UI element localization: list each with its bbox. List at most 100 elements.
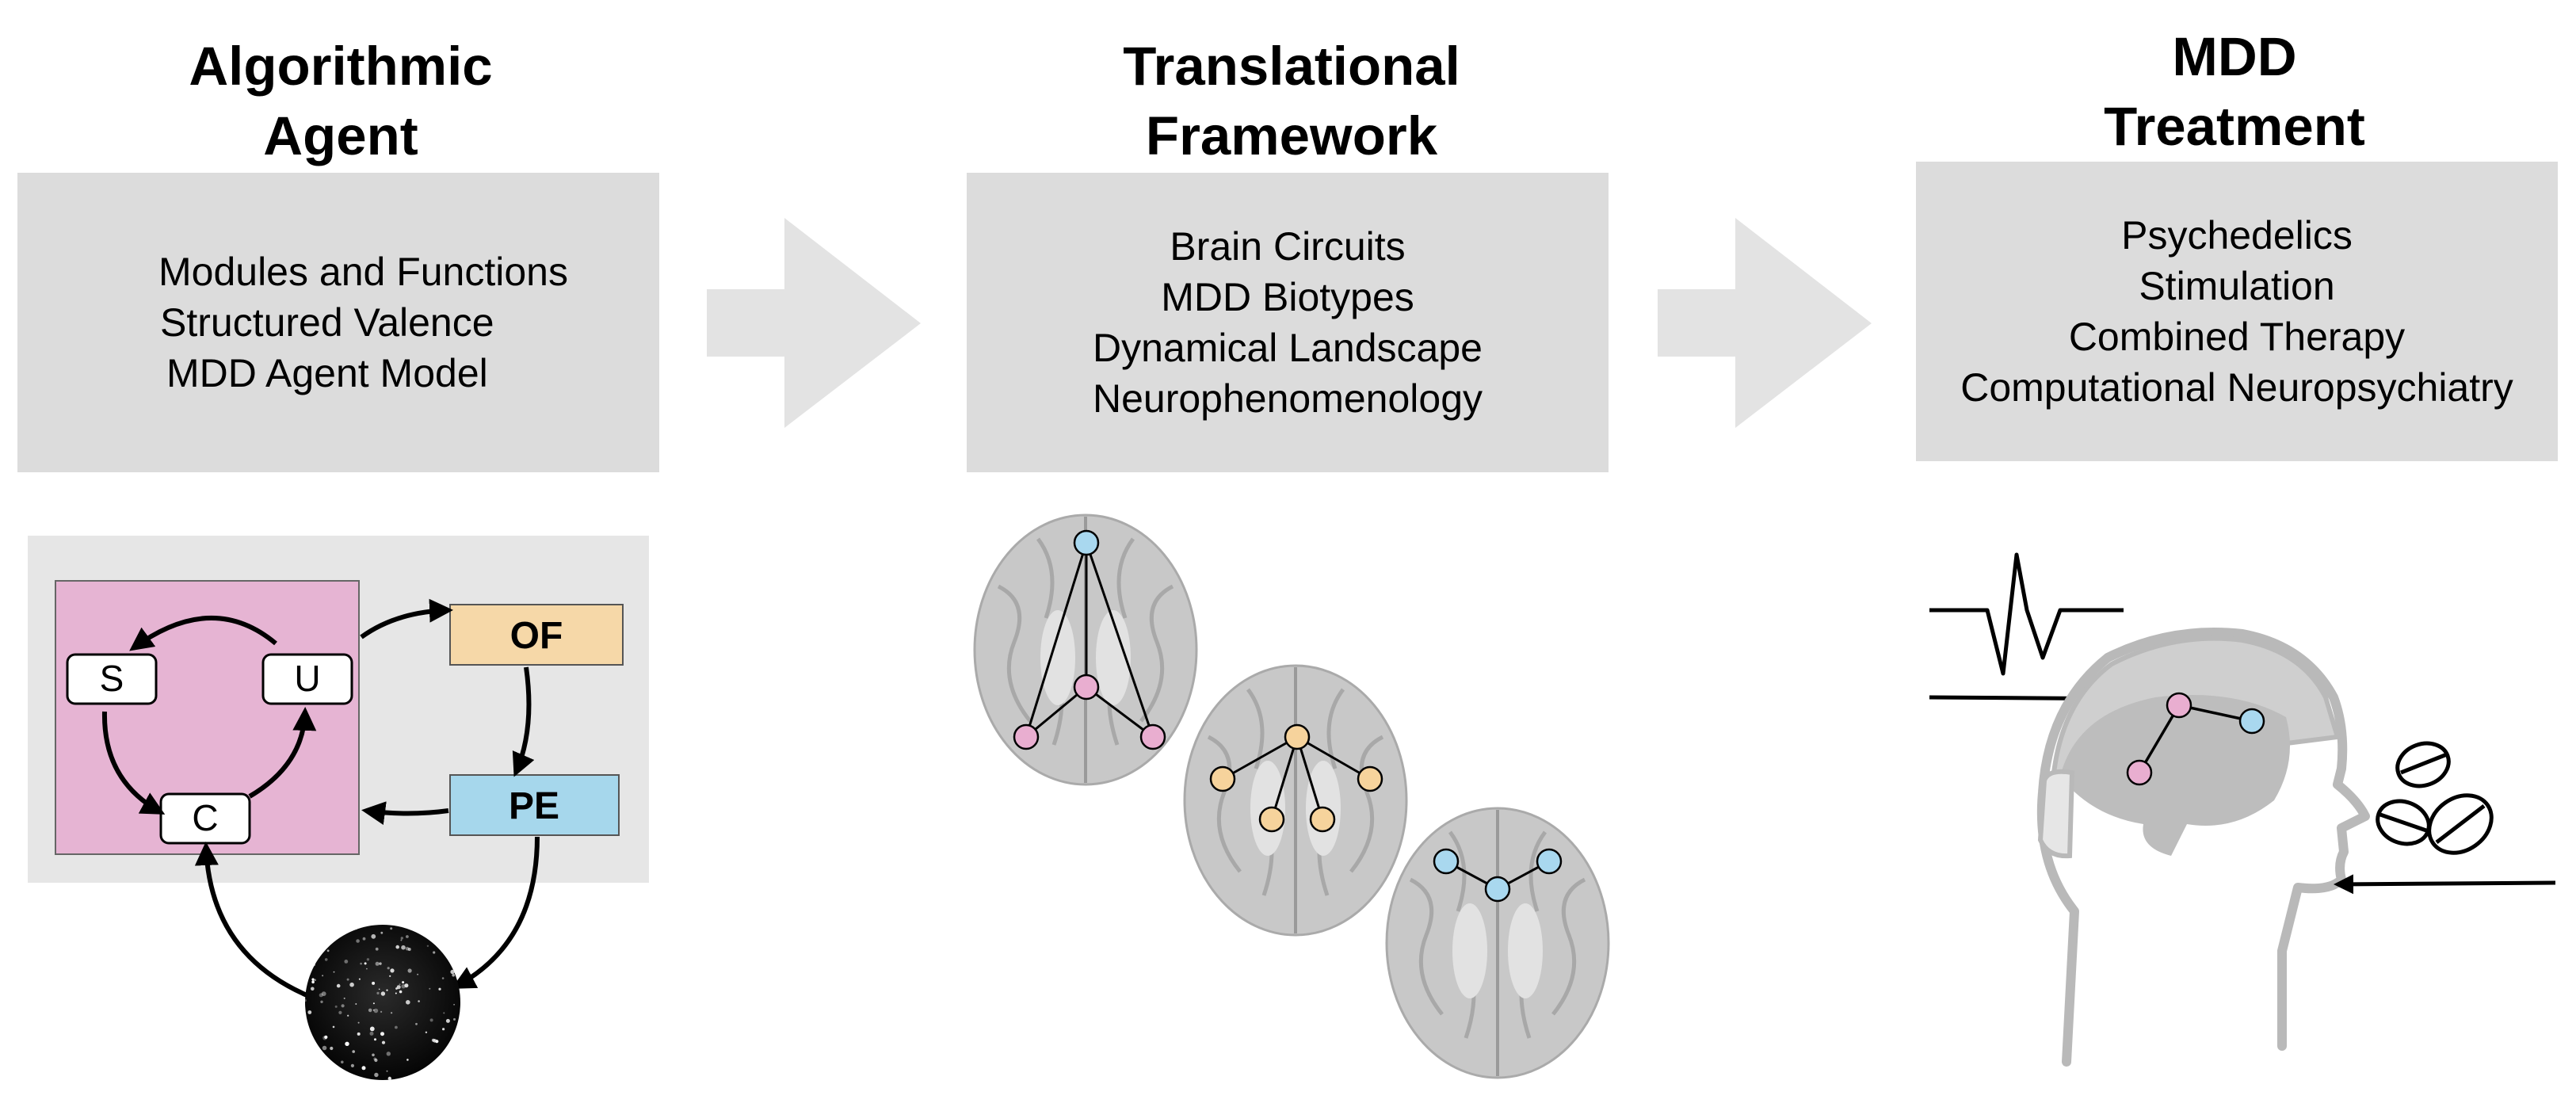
star-dot [400, 939, 403, 941]
framework-item: Dynamical Landscape [1093, 326, 1483, 370]
network-node [1209, 765, 1236, 792]
star-dot [454, 1062, 457, 1065]
star-dot [372, 1002, 375, 1005]
star-dot [407, 968, 412, 973]
agent-arrows [101, 598, 540, 999]
star-dot [358, 978, 361, 980]
star-dot [378, 988, 380, 991]
head-icon [2036, 628, 2370, 1067]
star-dot [341, 1004, 345, 1008]
star-dot [387, 967, 390, 970]
brain-icon [1385, 807, 1610, 1079]
signal-of: OF [449, 604, 624, 666]
star-dot [429, 987, 431, 990]
star-dot [402, 981, 405, 984]
star-dot [330, 929, 333, 932]
column-title-mdd-treatment: MDD Treatment [1965, 22, 2504, 162]
star-dot [311, 980, 315, 984]
star-dot [305, 1075, 307, 1079]
star-dot [396, 985, 401, 990]
star-dot [360, 962, 362, 965]
star-dot [330, 1046, 334, 1051]
brain-icon [1183, 664, 1408, 937]
module-s: S [66, 653, 158, 705]
star-dot [306, 971, 310, 975]
signal-pe-label: PE [509, 785, 559, 827]
module-s-label: S [100, 658, 124, 699]
star-dot [343, 997, 345, 999]
title-line: Algorithmic [189, 36, 493, 97]
star-dot [309, 1044, 315, 1050]
network-node [1433, 848, 1460, 875]
star-dot [326, 949, 330, 952]
star-dot [404, 983, 409, 988]
star-dot [314, 979, 316, 981]
star-dot [447, 1056, 452, 1060]
star-dot [445, 1018, 450, 1023]
star-dot [311, 978, 315, 981]
star-dot [336, 983, 341, 988]
column-title-translational-framework: Translational Framework [1022, 32, 1561, 171]
star-dot [324, 958, 328, 961]
waveform-icon [1929, 552, 2124, 676]
star-dot [366, 958, 370, 961]
star-dot [381, 1040, 386, 1044]
framework-item: Neurophenomenology [1092, 376, 1483, 421]
star-dot [387, 1076, 391, 1080]
star-dot [329, 925, 334, 928]
star-dot [349, 1078, 352, 1080]
star-dot [451, 925, 454, 926]
star-dot [406, 1000, 410, 1005]
star-dot [305, 998, 307, 1002]
star-dot [395, 992, 397, 994]
star-dot [417, 973, 418, 975]
star-dot [450, 969, 455, 975]
star-dot [312, 963, 315, 967]
star-dot [380, 1010, 383, 1013]
framework-box: Brain Circuits MDD Biotypes Dynamical La… [967, 173, 1609, 472]
module-c-label: C [192, 797, 218, 838]
network-node [2166, 692, 2192, 719]
star-dot [438, 987, 441, 991]
agent-item: Modules and Functions [158, 250, 568, 294]
star-dot [364, 962, 367, 965]
treatment-item: Psychedelics [2121, 213, 2353, 258]
star-dot [372, 981, 376, 985]
star-dot [389, 975, 391, 977]
star-dot [320, 1000, 323, 1004]
title-line: Agent [263, 105, 418, 166]
star-dot [386, 989, 388, 991]
star-dot [332, 1025, 335, 1029]
module-u-label: U [294, 658, 320, 699]
star-dot [429, 1018, 433, 1022]
star-dot [355, 1003, 357, 1005]
star-dot [361, 1066, 366, 1071]
star-dot [355, 928, 357, 930]
star-dot [453, 1017, 456, 1021]
star-dot [415, 1022, 418, 1025]
network-node [1309, 806, 1336, 833]
star-dot [431, 1075, 436, 1080]
star-dot [405, 946, 410, 951]
star-dot [407, 948, 411, 951]
star-dot [369, 1031, 374, 1036]
star-dot [414, 926, 416, 928]
module-u: U [261, 653, 353, 705]
star-dot [350, 1063, 354, 1067]
star-dot [307, 1010, 312, 1014]
star-dot [374, 1058, 378, 1063]
star-dot [347, 1014, 349, 1017]
star-dot [441, 1071, 445, 1074]
star-dot [368, 1008, 372, 1013]
star-dot [341, 1060, 344, 1064]
network-node [2126, 759, 2153, 786]
star-dot [386, 1052, 391, 1056]
title-line: Translational [1123, 36, 1460, 97]
title-line: Framework [1145, 105, 1438, 166]
star-dot [306, 962, 308, 964]
star-dot [311, 987, 315, 991]
star-dot [426, 945, 429, 948]
star-dot [418, 1000, 420, 1002]
star-dot [395, 945, 400, 949]
